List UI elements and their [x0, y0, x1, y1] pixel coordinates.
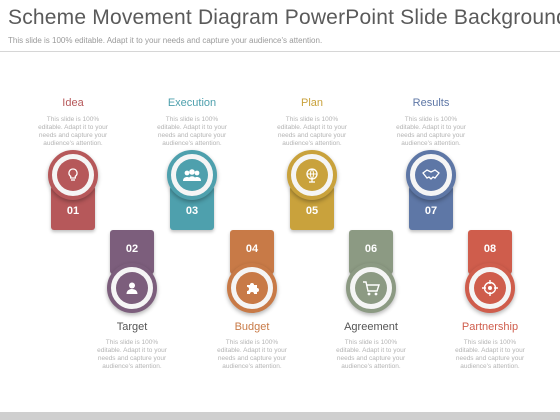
- step-description-line: audience's attention.: [282, 140, 342, 147]
- step-icon-ring: [346, 263, 396, 313]
- step-label: Results: [412, 97, 450, 109]
- step-icon-ring: [48, 150, 98, 200]
- cart-icon: [355, 272, 387, 304]
- step-description-line: audience's attention.: [401, 140, 461, 147]
- step-description-line: audience's attention.: [222, 363, 282, 370]
- step-description-line: audience's attention.: [43, 140, 103, 147]
- step-description-line: This slide is 100%: [46, 116, 100, 123]
- slide-title: Scheme Movement Diagram PowerPoint Slide…: [8, 6, 560, 29]
- step-description-line: audience's attention.: [162, 140, 222, 147]
- step-description-line: audience's attention.: [460, 363, 520, 370]
- step-description-line: editable. Adapt it to your: [336, 347, 406, 354]
- step-description-line: needs and capture your: [38, 132, 108, 139]
- team-icon: [176, 159, 208, 191]
- step-07: 07: [386, 150, 476, 270]
- step-description: This slide is 100%editable. Adapt it to …: [252, 116, 372, 148]
- step-03: 03: [147, 150, 237, 270]
- step-description: This slide is 100%editable. Adapt it to …: [13, 116, 133, 148]
- step-description-line: audience's attention.: [102, 363, 162, 370]
- handshake-icon: [415, 159, 447, 191]
- step-description-line: editable. Adapt it to your: [38, 124, 108, 131]
- step-description-line: needs and capture your: [217, 355, 287, 362]
- globe-icon: [296, 159, 328, 191]
- slide-subtitle: This slide is 100% editable. Adapt it to…: [8, 36, 323, 45]
- step-08: 08: [445, 230, 535, 350]
- step-description-line: This slide is 100%: [285, 116, 339, 123]
- step-description-line: needs and capture your: [396, 132, 466, 139]
- step-description-line: needs and capture your: [157, 132, 227, 139]
- step-label: Agreement: [344, 321, 398, 333]
- footer-bar: [0, 412, 560, 420]
- step-description: This slide is 100%editable. Adapt it to …: [430, 339, 550, 371]
- step-icon-ring: [465, 263, 515, 313]
- step-description-line: This slide is 100%: [165, 116, 219, 123]
- step-description: This slide is 100%editable. Adapt it to …: [371, 116, 491, 148]
- step-05: 05: [267, 150, 357, 270]
- step-description-line: This slide is 100%: [225, 339, 279, 346]
- step-description-line: needs and capture your: [336, 355, 406, 362]
- step-description-line: editable. Adapt it to your: [277, 124, 347, 131]
- step-01: 01: [28, 150, 118, 270]
- person-icon: [116, 272, 148, 304]
- step-description-line: editable. Adapt it to your: [455, 347, 525, 354]
- step-description-line: This slide is 100%: [404, 116, 458, 123]
- header-divider: [0, 51, 560, 52]
- step-description-line: editable. Adapt it to your: [157, 124, 227, 131]
- step-description-line: This slide is 100%: [463, 339, 517, 346]
- step-icon-ring: [167, 150, 217, 200]
- step-description-line: editable. Adapt it to your: [396, 124, 466, 131]
- lightbulb-icon: [57, 159, 89, 191]
- step-icon-ring: [107, 263, 157, 313]
- step-description: This slide is 100%editable. Adapt it to …: [132, 116, 252, 148]
- step-description-line: editable. Adapt it to your: [97, 347, 167, 354]
- target-icon: [474, 272, 506, 304]
- step-label: Execution: [167, 97, 217, 109]
- step-icon-ring: [406, 150, 456, 200]
- step-label: Budget: [234, 321, 270, 333]
- step-02: 02: [87, 230, 177, 350]
- step-description-line: editable. Adapt it to your: [217, 347, 287, 354]
- step-description-line: needs and capture your: [97, 355, 167, 362]
- step-description-line: This slide is 100%: [105, 339, 159, 346]
- step-description-line: needs and capture your: [277, 132, 347, 139]
- step-06: 06: [326, 230, 416, 350]
- step-icon-ring: [227, 263, 277, 313]
- step-description-line: This slide is 100%: [344, 339, 398, 346]
- step-label: Plan: [300, 97, 324, 109]
- step-label: Partnership: [461, 321, 519, 333]
- step-description-line: audience's attention.: [341, 363, 401, 370]
- step-description-line: needs and capture your: [455, 355, 525, 362]
- puzzle-icon: [236, 272, 268, 304]
- step-description: This slide is 100%editable. Adapt it to …: [72, 339, 192, 371]
- step-label: Idea: [62, 97, 84, 109]
- step-04: 04: [207, 230, 297, 350]
- step-description: This slide is 100%editable. Adapt it to …: [192, 339, 312, 371]
- step-label: Target: [116, 321, 148, 333]
- step-icon-ring: [287, 150, 337, 200]
- step-description: This slide is 100%editable. Adapt it to …: [311, 339, 431, 371]
